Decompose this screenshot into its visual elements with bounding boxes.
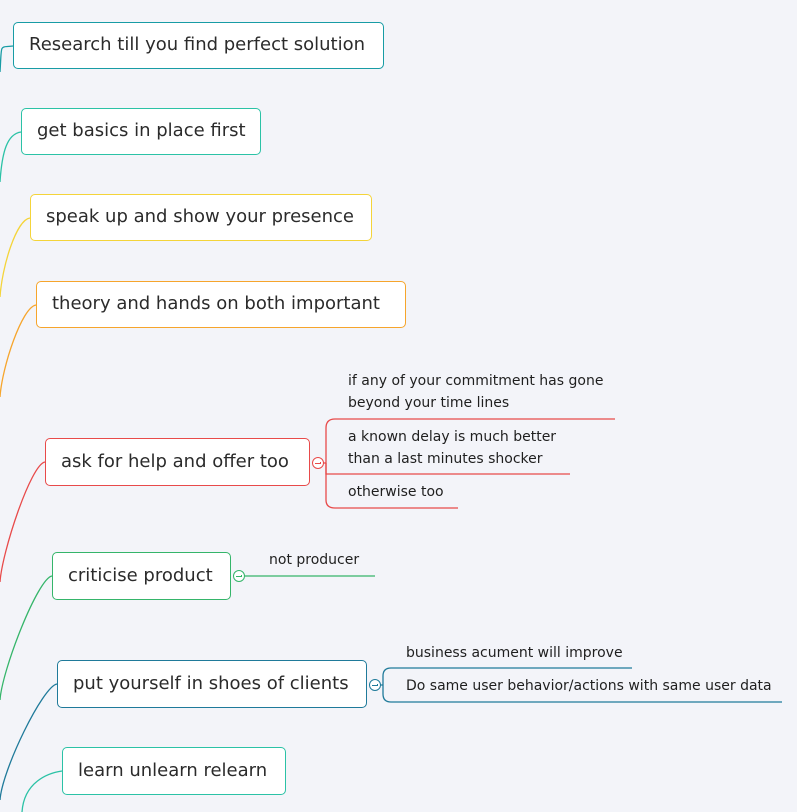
subtopic-connector — [325, 418, 615, 463]
collapse-toggle-criticise-product[interactable] — [233, 570, 245, 582]
topic-connector — [0, 131, 22, 183]
subtopic-otherwise-too[interactable]: otherwise too — [348, 481, 444, 503]
subtopic-connector — [382, 667, 632, 685]
topic-get-basics-in-place-first[interactable]: get basics in place first — [21, 108, 261, 155]
subtopic-line: otherwise too — [348, 484, 444, 500]
topic-connector — [0, 217, 31, 298]
topic-connector — [0, 575, 53, 701]
subtopic-commitment-gone-beyond-timelines[interactable]: if any of your commitment has gone beyon… — [348, 370, 603, 414]
subtopic-same-user-behavior[interactable]: Do same user behavior/actions with same … — [406, 675, 772, 697]
subtopic-business-acument[interactable]: business acument will improve — [406, 642, 623, 664]
subtopic-connector — [325, 463, 458, 509]
collapse-toggle-ask-for-help[interactable] — [312, 457, 324, 469]
collapse-toggle-shoes-of-clients[interactable] — [369, 679, 381, 691]
topic-ask-for-help-and-offer[interactable]: ask for help and offer too — [45, 438, 310, 486]
topic-connector — [0, 45, 14, 73]
subtopic-line: business acument will improve — [406, 645, 623, 661]
subtopic-line: not producer — [269, 552, 360, 568]
subtopic-line: Do same user behavior/actions with same … — [406, 678, 772, 694]
subtopic-not-producer[interactable]: not producer — [269, 549, 359, 571]
subtopic-line: a known delay is much better — [348, 429, 557, 445]
subtopic-line: than a last minutes shocker — [348, 451, 543, 467]
topic-connector — [21, 770, 63, 812]
topic-learn-unlearn-relearn[interactable]: learn unlearn relearn — [62, 747, 286, 795]
topic-put-yourself-in-shoes-of-clients[interactable]: put yourself in shoes of clients — [57, 660, 367, 708]
subtopic-connector — [382, 685, 782, 703]
subtopic-line: beyond your time lines — [348, 395, 510, 411]
subtopic-line: if any of your commitment has gone — [348, 373, 604, 389]
topic-connector — [0, 683, 58, 801]
subtopic-known-delay-better[interactable]: a known delay is much better than a last… — [348, 426, 556, 470]
topic-research-till-perfect-solution[interactable]: Research till you find perfect solution — [13, 22, 384, 69]
topic-connector — [0, 304, 37, 398]
topic-criticise-product[interactable]: criticise product — [52, 552, 231, 600]
topic-speak-up-show-presence[interactable]: speak up and show your presence — [30, 194, 372, 241]
topic-connector — [0, 461, 46, 583]
topic-theory-and-hands-on[interactable]: theory and hands on both important — [36, 281, 406, 328]
